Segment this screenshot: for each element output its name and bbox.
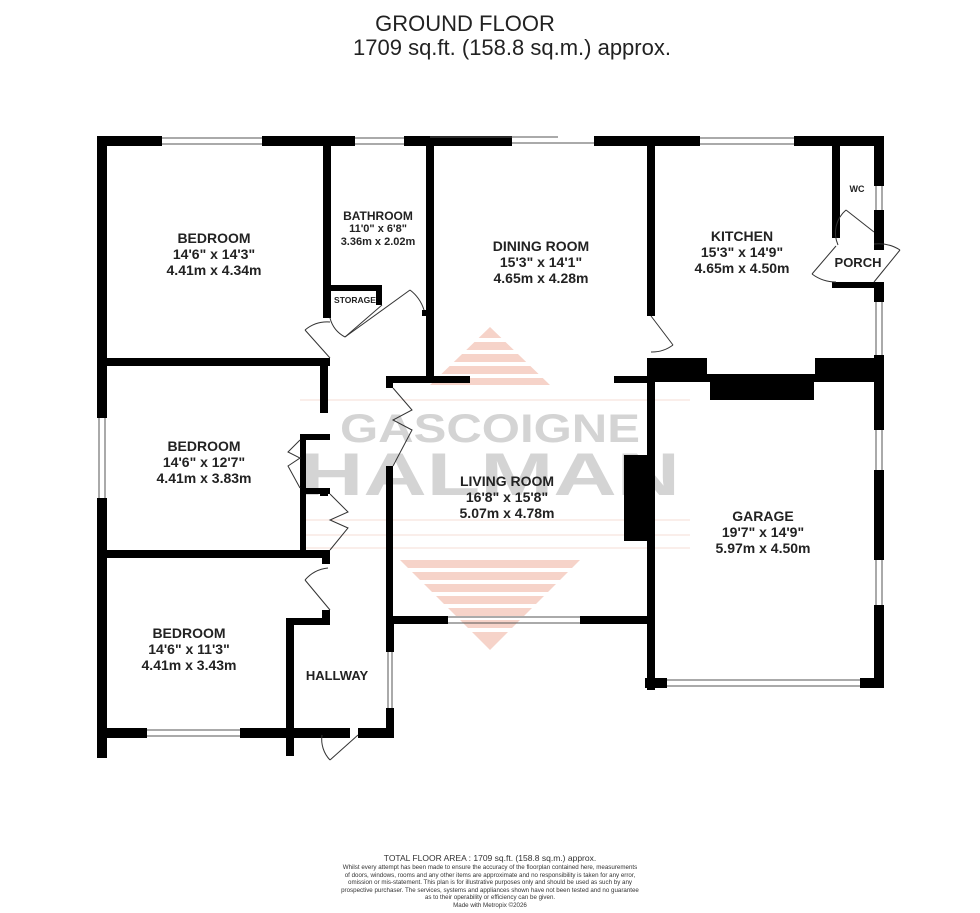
room-dimensions-metric: 5.97m x 4.50m — [715, 540, 811, 556]
doors — [287, 209, 901, 761]
label-wc: WC — [849, 184, 865, 194]
svg-text:GASCOIGNE: GASCOIGNE — [340, 407, 640, 451]
room-dimensions-imperial: 19'7" x 14'9" — [721, 524, 805, 540]
room-label-bedroom-1: BEDROOM 14'6" x 14'3" 4.41m x 4.34m — [167, 230, 262, 278]
room-label-bathroom: BATHROOM 11'0" x 6'8" 3.36m x 2.02m — [341, 210, 416, 249]
room-label-garage: GARAGE 19'7" x 14'9" 5.97m x 4.50m — [716, 508, 811, 556]
disclaimer-line-1: Whilst every attempt has been made to en… — [342, 864, 638, 871]
room-dimensions-metric: 4.41m x 3.43m — [141, 657, 237, 673]
room-label-living-room: LIVING ROOM 16'8" x 15'8" 5.07m x 4.78m — [460, 473, 555, 521]
room-name: BEDROOM — [152, 625, 226, 641]
room-dimensions-metric: 5.07m x 4.78m — [459, 505, 555, 521]
room-dimensions-metric: 4.65m x 4.28m — [493, 270, 589, 286]
room-name: GARAGE — [732, 508, 794, 524]
room-dimensions-metric: 4.65m x 4.50m — [694, 260, 790, 276]
room-name: KITCHEN — [710, 228, 774, 244]
room-dimensions-imperial: 14'6" x 14'3" — [172, 246, 256, 262]
room-dimensions-imperial: 14'6" x 12'7" — [162, 454, 246, 470]
room-dimensions-imperial: 14'6" x 11'3" — [148, 641, 230, 657]
room-name: DINING ROOM — [492, 238, 590, 254]
floor-title: GROUND FLOOR — [375, 11, 555, 36]
floor-area: 1709 sq.ft. (158.8 sq.m.) approx. — [353, 35, 671, 60]
room-dimensions-imperial: 15'3" x 14'1" — [499, 254, 583, 270]
walls — [97, 136, 884, 758]
room-label-dining-room: DINING ROOM 15'3" x 14'1" 4.65m x 4.28m — [493, 238, 589, 286]
room-dimensions-imperial: 15'3" x 14'9" — [700, 244, 784, 260]
room-dimensions-metric: 4.41m x 3.83m — [156, 470, 252, 486]
disclaimer-line-4: prospective purchaser. The services, sys… — [341, 886, 639, 894]
room-label-bedroom-2: BEDROOM 14'6" x 12'7" 4.41m x 3.83m — [157, 438, 252, 486]
label-porch: PORCH — [834, 255, 882, 270]
total-floor-area: TOTAL FLOOR AREA : 1709 sq.ft. (158.8 sq… — [383, 853, 597, 863]
room-name: BEDROOM — [167, 438, 241, 454]
disclaimer-line-2: of doors, windows, rooms and any other i… — [344, 871, 636, 879]
footer: TOTAL FLOOR AREA : 1709 sq.ft. (158.8 sq… — [0, 853, 980, 909]
label-hallway: HALLWAY — [305, 668, 369, 683]
metropix-credit: Made with Metropix ©2026 — [453, 901, 527, 909]
room-label-bedroom-3: BEDROOM 14'6" x 11'3" 4.41m x 3.43m — [142, 625, 237, 673]
room-label-kitchen: KITCHEN 15'3" x 14'9" 4.65m x 4.50m — [695, 228, 790, 276]
room-name: BATHROOM — [343, 209, 413, 223]
room-dimensions-metric: 3.36m x 2.02m — [340, 236, 416, 248]
watermark-logo: GASCOIGNE HALMAN — [300, 327, 690, 650]
label-storage: STORAGE — [334, 295, 376, 305]
room-dimensions-imperial: 16'8" x 15'8" — [465, 489, 549, 505]
disclaimer-line-3: omission or mis-statement. This plan is … — [348, 879, 632, 886]
svg-text:HALMAN: HALMAN — [300, 441, 680, 508]
room-dimensions-metric: 4.41m x 4.34m — [166, 262, 262, 278]
room-name: LIVING ROOM — [459, 473, 555, 489]
room-dimensions-imperial: 11'0" x 6'8" — [349, 223, 407, 235]
windows — [98, 136, 883, 737]
disclaimer-line-5: as to their operability or efficiency ca… — [424, 894, 556, 901]
room-name: BEDROOM — [177, 230, 251, 246]
